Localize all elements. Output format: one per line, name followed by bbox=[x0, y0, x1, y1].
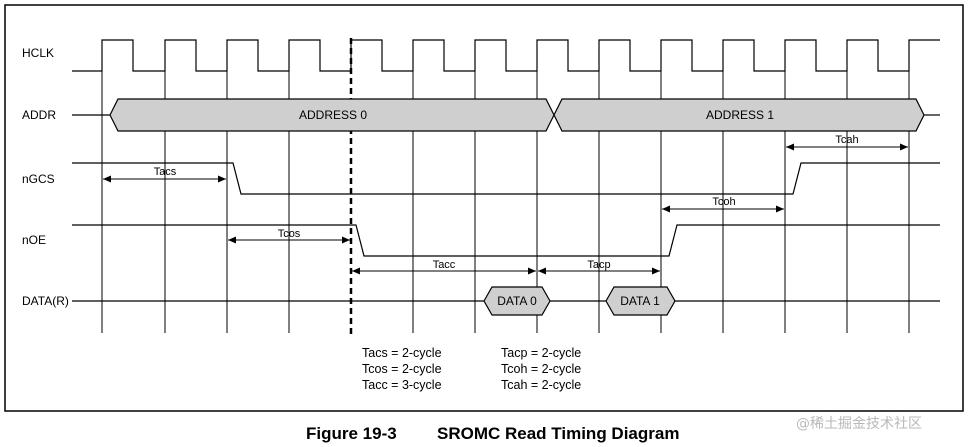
note-tacs: Tacs = 2-cycle bbox=[362, 346, 442, 360]
hclk-waveform bbox=[72, 39, 940, 72]
watermark: @稀土掘金技术社区 bbox=[796, 416, 922, 432]
tcoh-label: Tcoh bbox=[712, 196, 735, 208]
noe-label: nOE bbox=[22, 233, 46, 247]
cycle-grid bbox=[101, 40, 910, 333]
data0-label: DATA 0 bbox=[497, 294, 537, 308]
tcos-label: Tcos bbox=[278, 228, 301, 240]
data1-label: DATA 1 bbox=[620, 294, 660, 308]
tacc-label: Tacc bbox=[433, 259, 456, 271]
note-tcah: Tcah = 2-cycle bbox=[501, 378, 581, 392]
figure-title: SROMC Read Timing Diagram bbox=[437, 424, 680, 443]
ngcs-waveform bbox=[72, 162, 940, 195]
note-tcoh: Tcoh = 2-cycle bbox=[501, 362, 581, 376]
tcah-label: Tcah bbox=[835, 134, 858, 146]
note-tacc: Tacc = 3-cycle bbox=[362, 378, 442, 392]
address0-label: ADDRESS 0 bbox=[299, 108, 367, 122]
hclk-label: HCLK bbox=[22, 46, 54, 60]
note-tcos: Tcos = 2-cycle bbox=[362, 362, 442, 376]
tacs-label: Tacs bbox=[154, 166, 177, 178]
diagram-frame bbox=[4, 4, 964, 412]
noe-waveform bbox=[72, 224, 940, 257]
address1-label: ADDRESS 1 bbox=[706, 108, 774, 122]
data-label: DATA(R) bbox=[22, 294, 69, 308]
note-tacp: Tacp = 2-cycle bbox=[501, 346, 581, 360]
figure-number: Figure 19-3 bbox=[306, 424, 397, 443]
tacp-label: Tacp bbox=[587, 259, 610, 271]
ngcs-label: nGCS bbox=[22, 172, 55, 186]
addr-label: ADDR bbox=[22, 108, 56, 122]
